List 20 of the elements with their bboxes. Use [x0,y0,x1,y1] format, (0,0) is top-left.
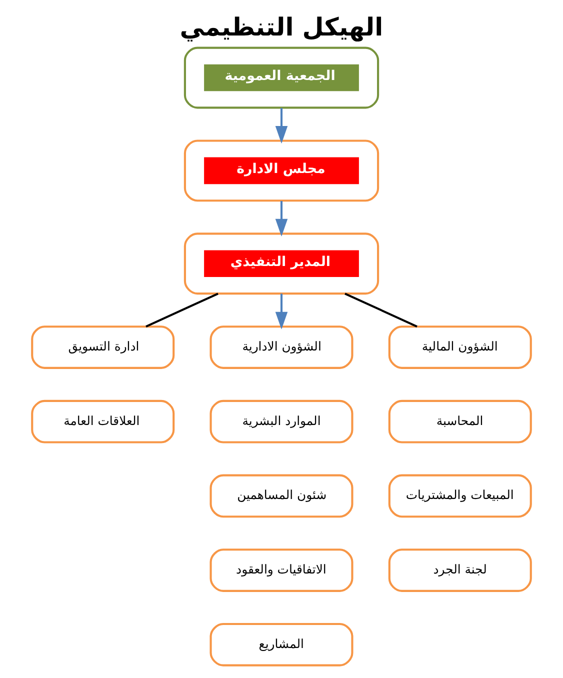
node-box: الجمعية العمومية [184,46,380,109]
node-box: شئون المساهمين [210,474,354,518]
arrow [275,200,288,236]
node-box: ادارة التسويق [31,326,175,369]
node-box: العلاقات العامة [31,400,175,444]
node-box: الاتفاقيات والعقود [210,548,354,592]
node-box: مجلس الادارة [184,140,380,202]
node-box: المبيعات والمشتريات [388,474,532,518]
node-box: الشؤون الادارية [210,326,354,369]
arrow [275,108,288,144]
node-box: لجنة الجرد [388,548,532,592]
connector [344,292,418,328]
node-box: الموارد البشرية [210,400,354,444]
node-box: المحاسبة [388,400,532,444]
arrow [275,294,288,330]
node-box: الشؤون المالية [388,326,532,369]
node-box: المشاريع [210,622,354,666]
diagram-title: الهيكل التنظيمي [180,12,384,42]
node-box: المدير التنفيذي [184,232,380,295]
connector [146,292,218,328]
